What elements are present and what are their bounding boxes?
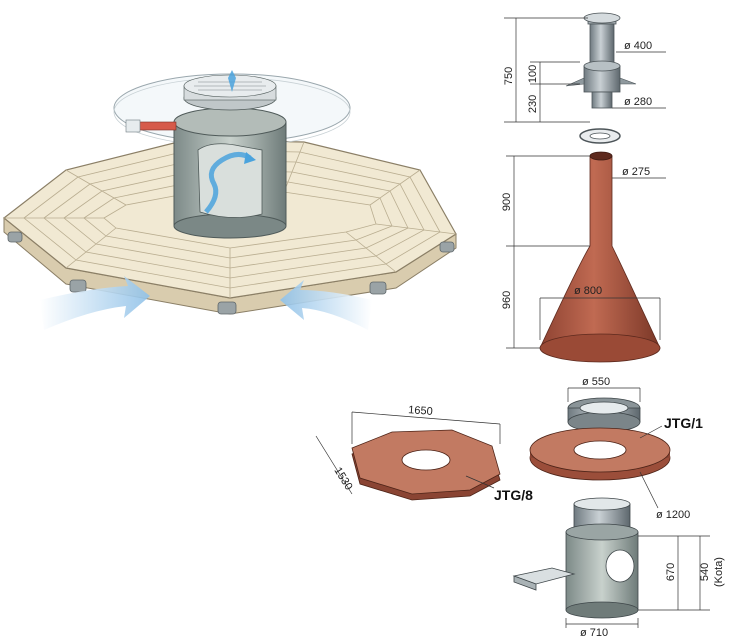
round-slab (529, 427, 671, 481)
dim-firebox-height: 670 (665, 563, 677, 581)
octagon-dimension-lines (315, 411, 501, 495)
dim-collar-h1: 100 (527, 65, 539, 83)
flue-dimension-lines (504, 17, 666, 123)
dim-hood-lower-height: 960 (501, 291, 513, 309)
label-round-slab: JTG/1 (664, 415, 703, 431)
firebox-dimension-lines (565, 535, 710, 628)
dim-hood-base-diameter: ø 800 (574, 285, 602, 297)
octagonal-slab (351, 429, 501, 501)
dim-firebox-diameter: ø 710 (580, 627, 608, 639)
dim-slab-width: 1650 (408, 404, 433, 418)
firebox (512, 497, 639, 619)
copper-hood (539, 151, 661, 363)
deck-feet (7, 231, 455, 315)
dim-firebox-kota-note: (Kota) (713, 557, 725, 587)
dim-hood-neck-diameter: ø 275 (622, 166, 650, 178)
stove-body (125, 70, 287, 239)
dim-firebox-kota: 540 (699, 563, 711, 581)
deck-planks (4, 139, 457, 298)
dim-flue-diameter: ø 400 (624, 40, 652, 52)
air-inflow-arrow-right (280, 280, 372, 330)
ring-dimension-line (567, 387, 641, 402)
dim-round-slab-diameter: ø 1200 (656, 509, 690, 521)
flue-pipe (565, 12, 637, 109)
installed-fireplace-illustration (3, 70, 457, 330)
dim-collar-h2: 230 (527, 95, 539, 113)
support-ring (567, 397, 641, 433)
hood-dimension-lines (506, 155, 666, 349)
air-inflow-arrow-left (40, 276, 150, 330)
dim-slab-depth: 1530 (331, 465, 354, 492)
dim-flue-height: 750 (503, 67, 515, 85)
dim-ring-diameter: ø 550 (582, 376, 610, 388)
dim-hood-upper-height: 900 (501, 193, 513, 211)
dim-collar-diameter: ø 280 (624, 96, 652, 108)
label-octagon-slab: JTG/8 (494, 487, 533, 503)
